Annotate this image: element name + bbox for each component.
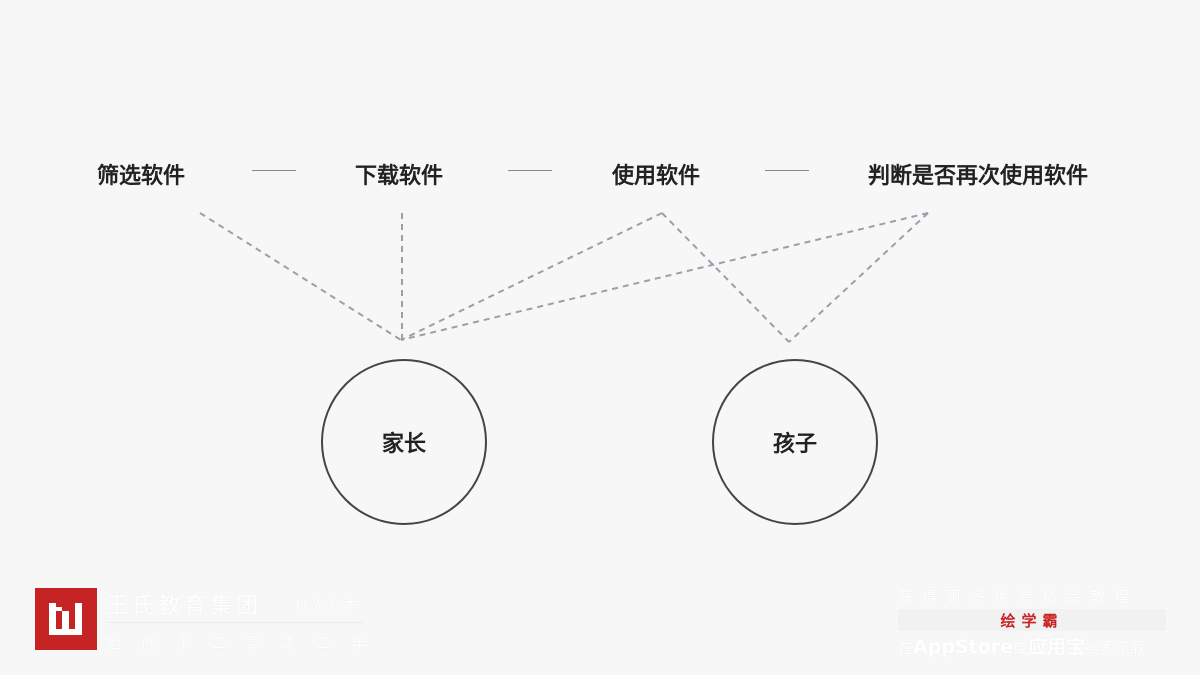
step-download-software: 下载软件 — [355, 164, 444, 189]
step-filter-software: 筛选软件 — [97, 164, 186, 189]
promo-tagline: 获得更多免费精品教程 — [898, 588, 1139, 606]
line-decide-to-parent — [400, 212, 929, 341]
promo-appstore: AppStore — [913, 636, 1013, 658]
brand-logo-icon — [49, 603, 82, 635]
flow-arrow-2 — [508, 170, 552, 171]
brand-motto: 以人为本 — [295, 598, 359, 614]
line-decide-to-child — [788, 212, 929, 343]
brand-name: 王氏教育集团 — [106, 594, 263, 619]
promo-or: 或 — [1013, 639, 1029, 657]
brand-divider — [106, 622, 364, 623]
parent-circle: 家长 — [321, 359, 487, 525]
line-filter-to-parent — [199, 212, 402, 341]
line-use-to-child — [661, 212, 790, 343]
promo-app-name: 绘学霸 — [1000, 611, 1064, 630]
promo-download-hint: 在AppStore或应用宝搜索下载 — [898, 632, 1145, 659]
flow-arrow-1 — [252, 170, 296, 171]
line-use-to-parent — [400, 212, 663, 341]
child-label: 孩子 — [772, 432, 817, 457]
brand-logo — [35, 588, 97, 650]
promo-prefix: 在 — [898, 639, 914, 657]
child-circle: 孩子 — [712, 359, 878, 525]
flow-arrow-3 — [765, 170, 809, 171]
promo-app-bar: 绘学霸 — [898, 609, 1166, 631]
parent-label: 家长 — [381, 432, 426, 457]
step-decide-reuse: 判断是否再次使用软件 — [868, 164, 1089, 189]
brand-since: 始创于二零零二年 — [106, 634, 387, 652]
promo-yingyongbao: 应用宝 — [1028, 636, 1086, 658]
step-use-software: 使用软件 — [612, 164, 701, 189]
promo-suffix: 搜索下载 — [1085, 639, 1146, 657]
